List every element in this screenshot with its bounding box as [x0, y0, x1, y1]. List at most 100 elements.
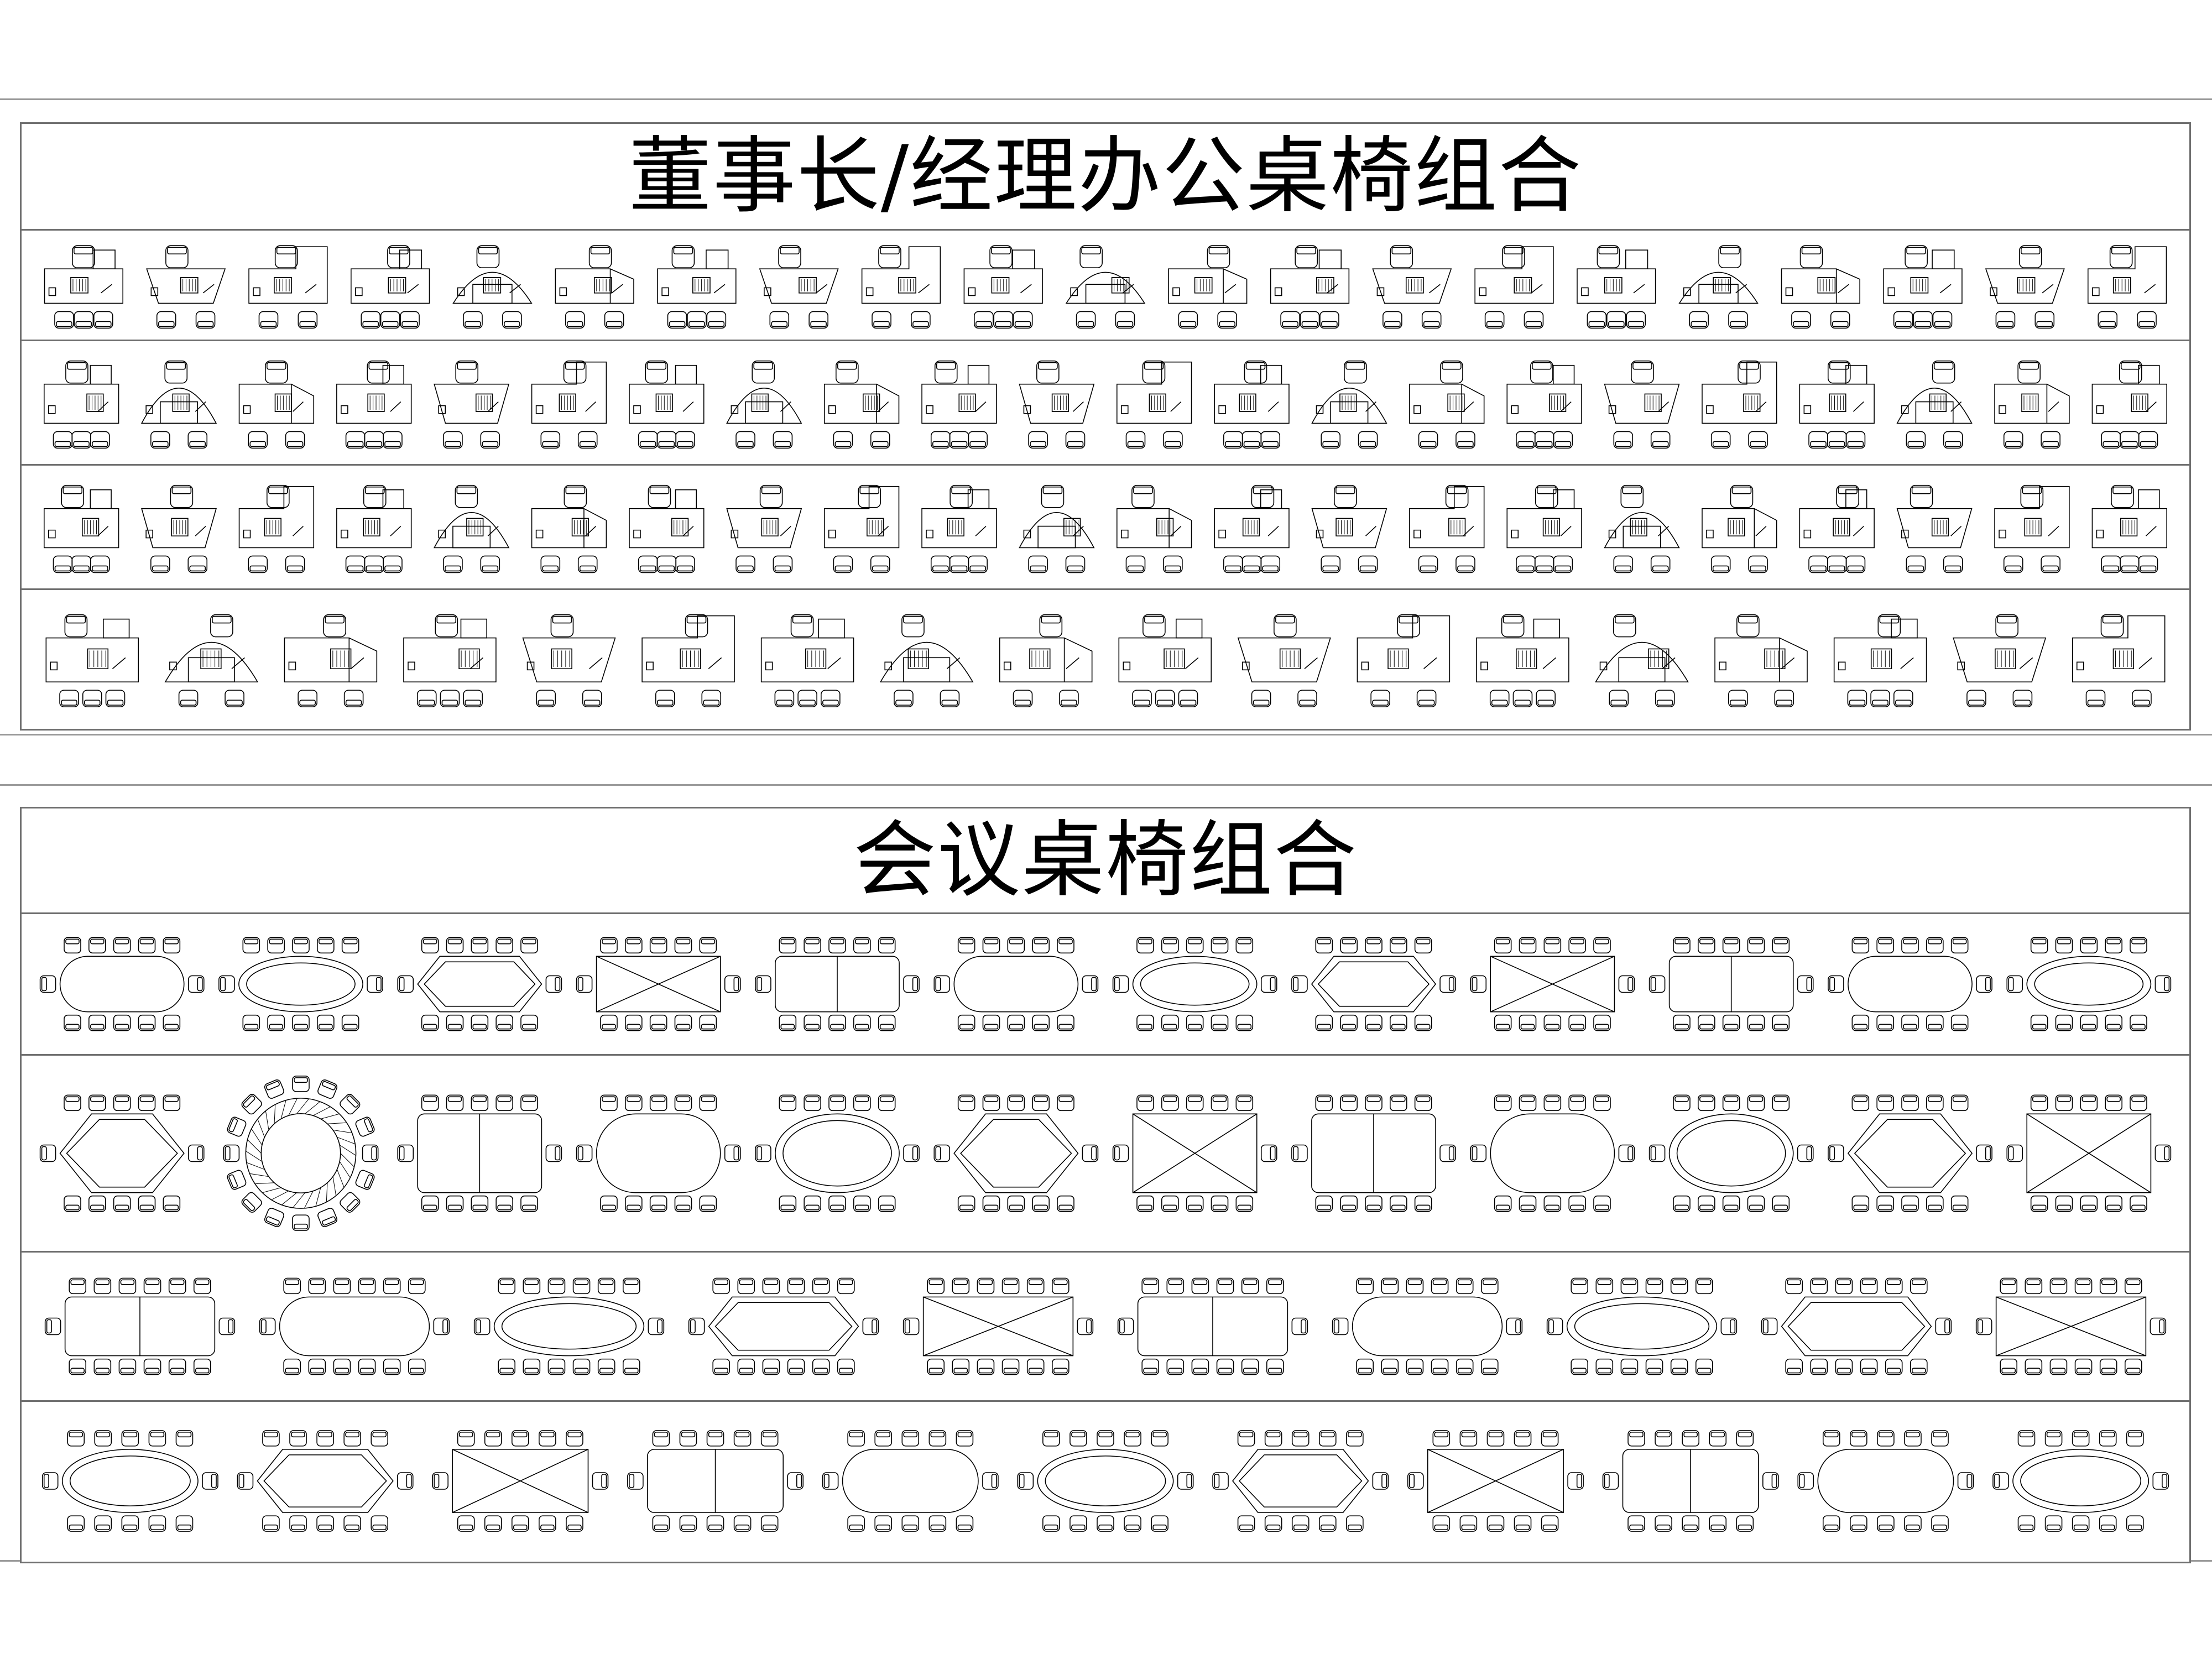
- chair-symbol: [657, 431, 676, 448]
- chair-symbol: [89, 937, 106, 953]
- chair-symbol: [1164, 431, 1182, 448]
- chair-symbol: [539, 1516, 556, 1531]
- chair-symbol: [958, 937, 975, 953]
- chair-symbol: [383, 431, 402, 448]
- chair-symbol: [440, 690, 459, 707]
- chair-symbol: [371, 1431, 388, 1446]
- chair-symbol: [1544, 1015, 1561, 1031]
- row-drawing: [22, 464, 2189, 590]
- chair-symbol: [564, 361, 586, 383]
- chair-symbol: [1301, 311, 1319, 328]
- chair-symbol: [1747, 1196, 1764, 1212]
- chair-symbol: [548, 1278, 565, 1293]
- chair-symbol: [773, 556, 792, 572]
- office-desk-symbol: [337, 361, 411, 448]
- chair-symbol: [829, 1196, 846, 1212]
- chair-symbol: [333, 1278, 350, 1293]
- chair-symbol: [170, 486, 192, 508]
- chair-symbol: [114, 1196, 131, 1212]
- chair-symbol: [293, 1076, 309, 1092]
- meeting-row-3: [22, 1251, 2189, 1402]
- chair-symbol: [1316, 1095, 1332, 1110]
- chair-symbol: [189, 976, 204, 993]
- chair-symbol: [138, 1015, 155, 1031]
- chair-symbol: [598, 1278, 615, 1293]
- chair-symbol: [1218, 311, 1237, 328]
- chair-symbol: [650, 937, 667, 953]
- chair-symbol: [904, 1145, 919, 1162]
- chair-symbol: [371, 1516, 388, 1531]
- chair-symbol: [481, 431, 499, 448]
- chair-symbol: [166, 246, 188, 268]
- chair-symbol: [1594, 937, 1610, 953]
- chair-symbol: [1571, 1278, 1588, 1293]
- chair-symbol: [409, 1278, 425, 1293]
- chair-symbol: [1043, 1516, 1060, 1531]
- chair-symbol: [367, 976, 383, 993]
- chair-symbol: [725, 976, 740, 993]
- chair-symbol: [1894, 311, 1913, 328]
- meeting-table-symbol: [40, 937, 204, 1030]
- chair-symbol: [1506, 1318, 1522, 1335]
- chair-symbol: [89, 1015, 106, 1031]
- chair-symbol: [1568, 1473, 1583, 1489]
- chair-symbol: [1070, 1516, 1087, 1531]
- chair-symbol: [298, 311, 317, 328]
- office-row-2: [22, 340, 2189, 466]
- chair-symbol: [1621, 486, 1643, 508]
- chair-symbol: [248, 556, 267, 572]
- meeting-table-symbol: [474, 1278, 664, 1374]
- office-desk-symbol: [1410, 361, 1484, 448]
- chair-symbol: [1236, 1095, 1253, 1110]
- chair-symbol: [2035, 311, 2054, 328]
- chair-symbol: [1118, 1318, 1134, 1335]
- office-row-1: [22, 229, 2189, 341]
- chair-symbol: [248, 431, 267, 448]
- chair-symbol: [1043, 1431, 1060, 1446]
- meeting-table-symbol: [40, 1095, 204, 1211]
- chair-symbol: [1082, 976, 1098, 993]
- chair-symbol: [1852, 1015, 1869, 1031]
- chair-symbol: [1607, 311, 1626, 328]
- chair-symbol: [498, 1359, 515, 1375]
- chair-symbol: [1151, 1516, 1168, 1531]
- chair-symbol: [1569, 1095, 1585, 1110]
- chair-symbol: [226, 1169, 247, 1190]
- office-title-row: 董事长/经理办公桌椅组合: [22, 124, 2189, 231]
- chair-symbol: [687, 311, 706, 328]
- chair-symbol: [1390, 246, 1412, 268]
- chair-symbol: [1238, 1431, 1255, 1446]
- chair-symbol: [1723, 1196, 1740, 1212]
- meeting-table-symbol: [1292, 1095, 1455, 1211]
- meeting-row-2: [22, 1054, 2189, 1253]
- chair-symbol: [1142, 1359, 1159, 1375]
- meeting-table-symbol: [1470, 937, 1634, 1030]
- chair-symbol: [1037, 361, 1059, 383]
- chair-symbol: [1650, 1145, 1665, 1162]
- chair-symbol: [2041, 556, 2060, 572]
- office-desk-symbol: [239, 486, 314, 573]
- chair-symbol: [455, 486, 477, 508]
- chair-symbol: [324, 615, 346, 637]
- chair-symbol: [354, 1116, 375, 1137]
- office-desk-symbol: [1119, 615, 1211, 707]
- row-drawing: [22, 1054, 2189, 1253]
- chair-symbol: [813, 1278, 830, 1293]
- meeting-table-symbol: [1113, 937, 1277, 1030]
- chair-symbol: [346, 431, 365, 448]
- chair-symbol: [601, 1095, 617, 1110]
- chair-symbol: [1952, 1015, 1968, 1031]
- chair-symbol: [346, 556, 365, 572]
- chair-symbol: [1861, 1278, 1877, 1293]
- chair-symbol: [106, 690, 125, 707]
- chair-symbol: [1886, 1359, 1902, 1375]
- chair-symbol: [1187, 1015, 1203, 1031]
- chair-symbol: [734, 1431, 751, 1446]
- chair-symbol: [1340, 1095, 1357, 1110]
- chair-symbol: [2120, 361, 2142, 383]
- chair-symbol: [290, 1431, 306, 1446]
- chair-symbol: [1340, 1015, 1357, 1031]
- meeting-table-symbol: [628, 1431, 803, 1531]
- chair-symbol: [1673, 1196, 1690, 1212]
- chair-symbol: [1747, 1095, 1764, 1110]
